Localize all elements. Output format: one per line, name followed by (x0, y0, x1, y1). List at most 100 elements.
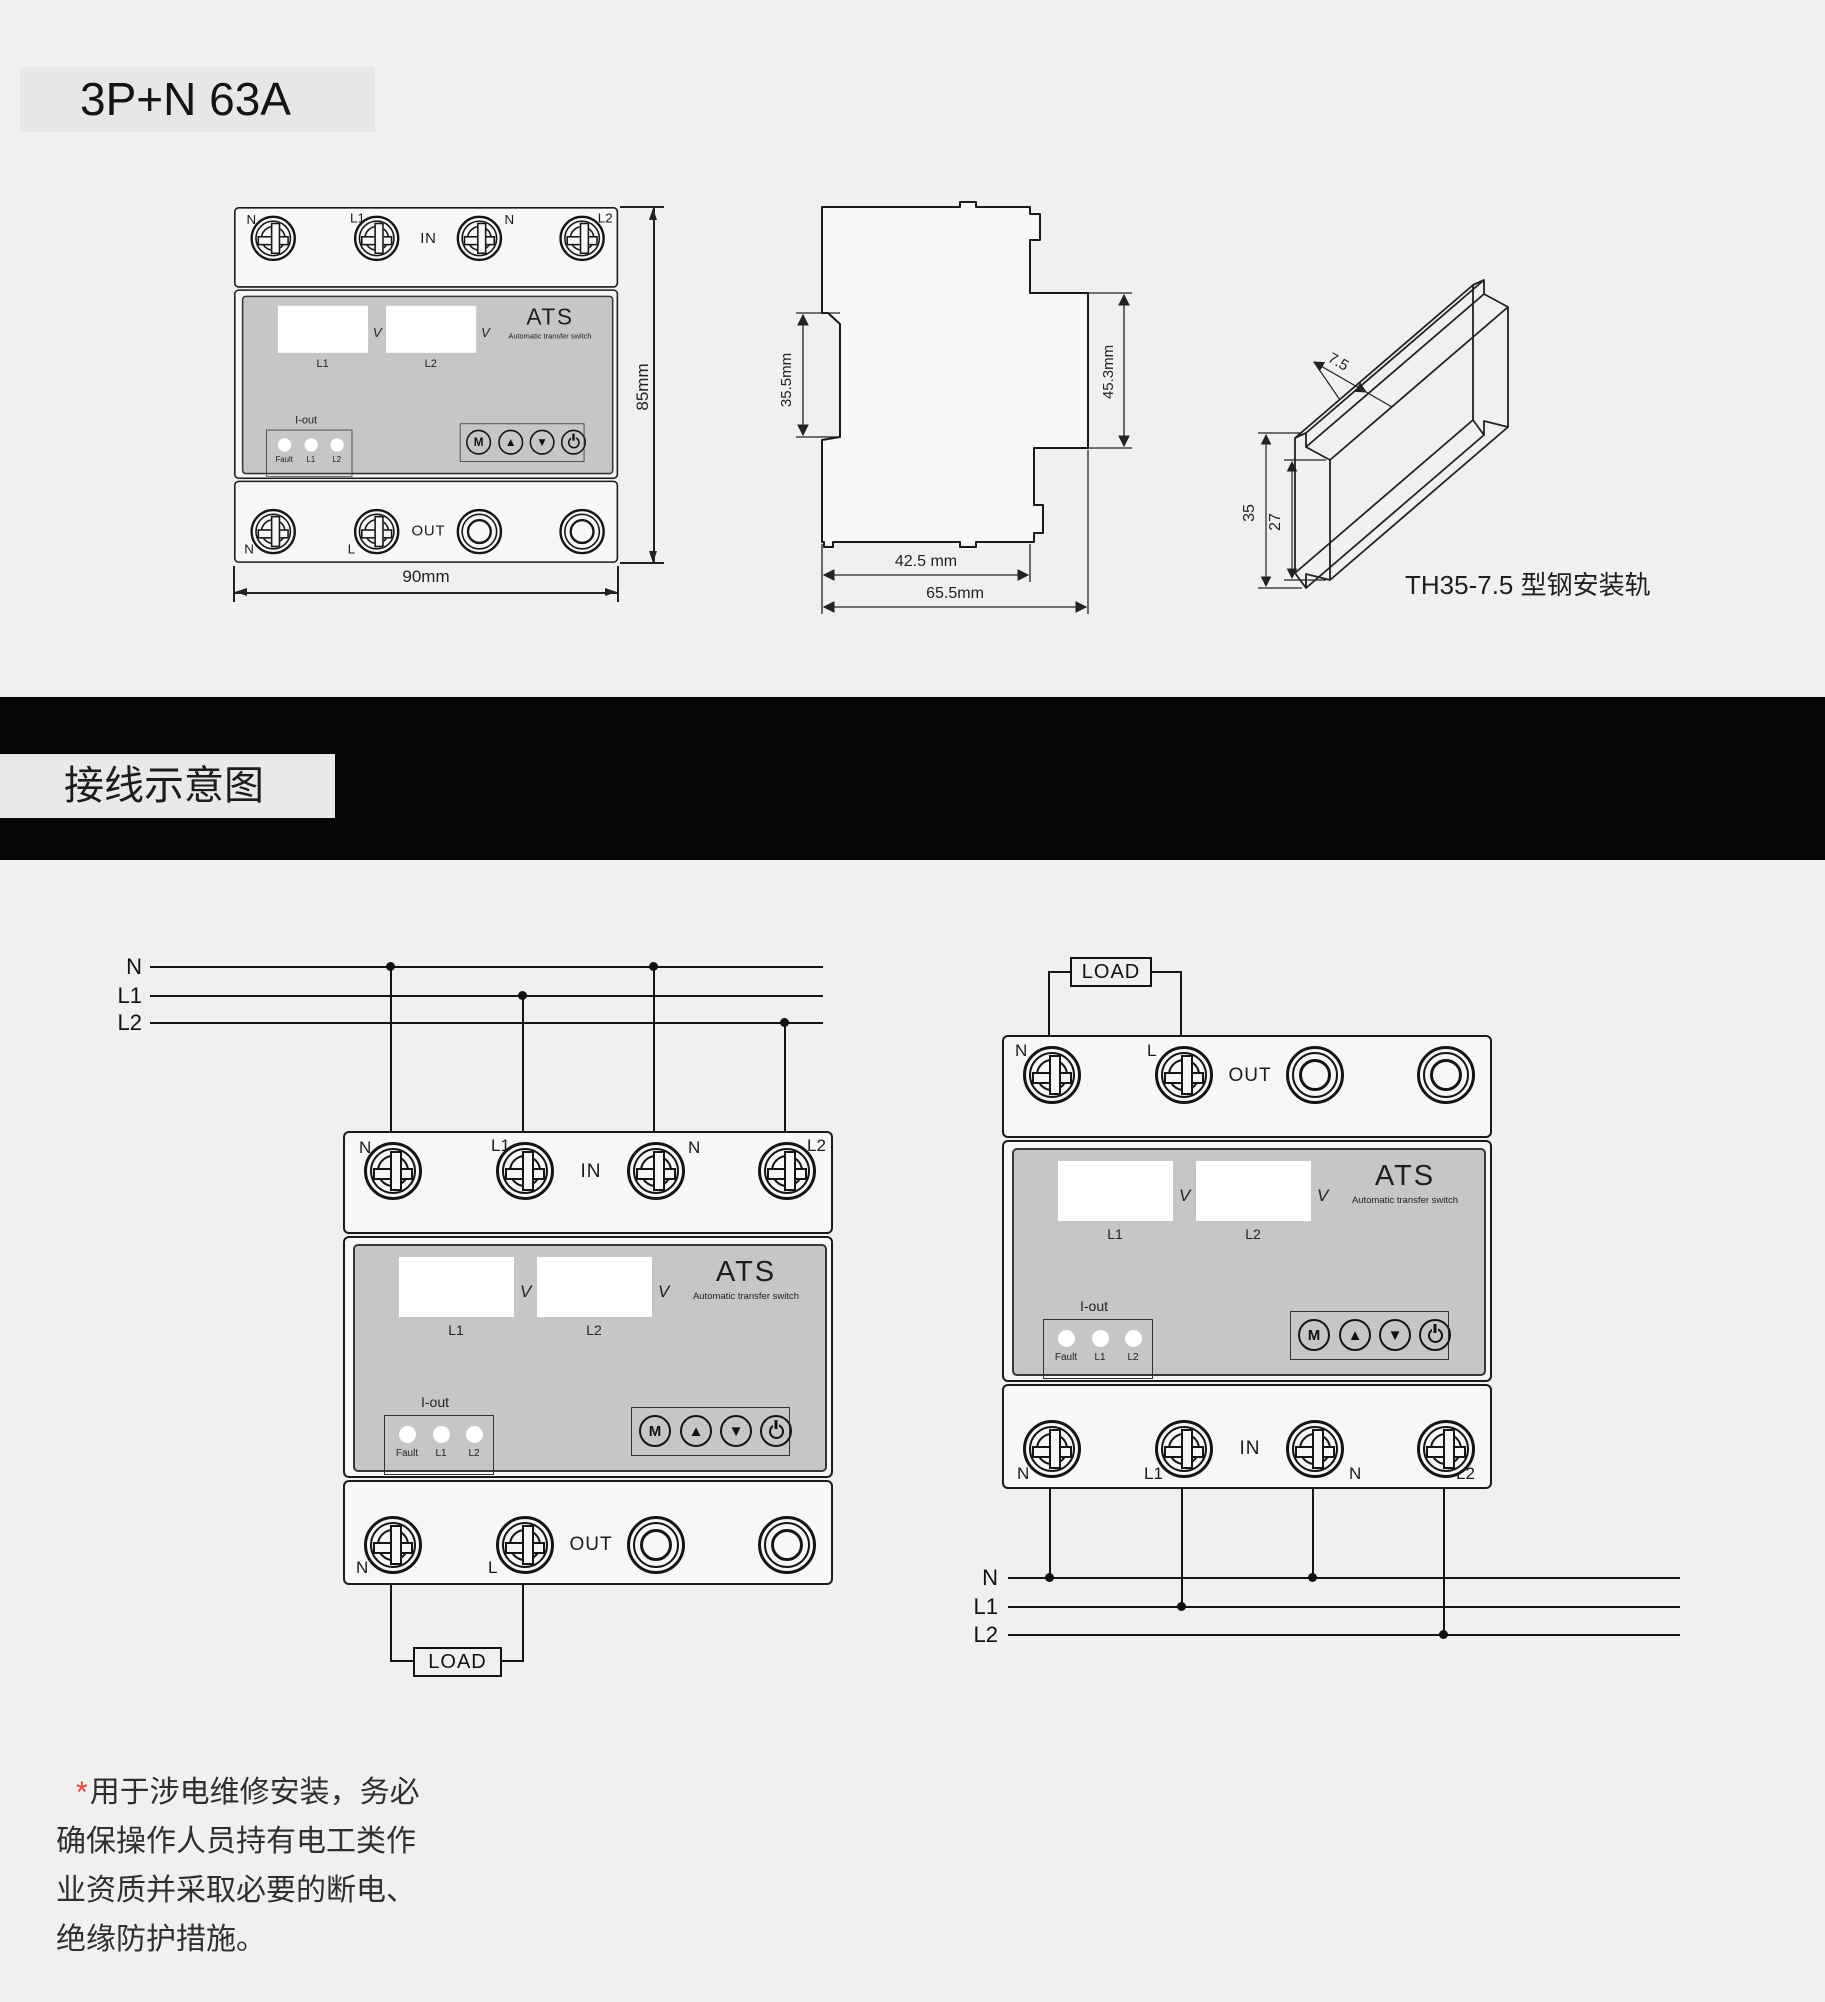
in-label: IN (420, 230, 437, 247)
mode-button[interactable]: M (466, 429, 492, 455)
device-middle-section: V V L1 L2 ATS Automatic transfer switch … (1002, 1140, 1492, 1382)
junction-dot (386, 962, 395, 971)
bus-line-l2 (150, 1022, 823, 1024)
out-terminal-section: N L OUT (343, 1480, 833, 1585)
bus-label-l2: L2 (973, 1622, 998, 1647)
junction-dot (518, 991, 527, 1000)
screw-terminal-icon (1023, 1420, 1081, 1478)
down-button[interactable]: ▼ (720, 1415, 752, 1447)
terminal-label: L (488, 1558, 498, 1577)
wire-drop (1312, 1489, 1314, 1579)
screw-slot (579, 222, 590, 255)
led-l1 (433, 1426, 450, 1443)
rail-edge (1305, 279, 1485, 434)
led-label-fault: Fault (275, 455, 293, 465)
led-label-l2: L2 (1127, 1352, 1139, 1363)
brand-subtitle: Automatic transfer switch (508, 332, 592, 342)
bus-line-l2 (1008, 1634, 1680, 1636)
plain-terminal-icon (758, 1516, 816, 1574)
voltage-display-l1 (1058, 1161, 1173, 1221)
dim-label-notch: 35.5mm (778, 353, 795, 407)
mode-button[interactable]: M (639, 1415, 671, 1447)
up-button[interactable]: ▲ (1339, 1319, 1371, 1351)
led-label-l1: L1 (1094, 1352, 1106, 1363)
led-label-fault: Fault (395, 1448, 419, 1459)
volt-unit-label: V (372, 325, 382, 341)
display-label-l2: L2 (586, 1322, 602, 1338)
bus-line-l1 (1008, 1606, 1680, 1608)
dim-label-depth1: 42.5 mm (895, 553, 957, 570)
led-fault (399, 1426, 416, 1443)
din-rail-drawing: 35 27 7.5 (1241, 279, 1509, 589)
bus-label-n: N (982, 1565, 998, 1590)
screw-terminal-icon (250, 215, 296, 262)
side-profile-outline (821, 201, 1089, 548)
junction-dot (1308, 1573, 1317, 1582)
extension-line (620, 562, 664, 564)
screw-slot (390, 1151, 402, 1191)
screw-slot (1181, 1055, 1193, 1095)
power-icon (567, 436, 580, 449)
terminal-label: N (1017, 1464, 1030, 1483)
device-middle-section: V V L1 L2 ATS Automatic transfer switch … (234, 289, 619, 480)
screw-slot (1181, 1429, 1193, 1469)
footnote-line: 绝缘防护措施。 (56, 1923, 266, 1956)
section-divider-band: 接线示意图 (0, 697, 1825, 860)
ats-device-front-view: N L1 N L2 IN V V L1 L2 ATS (234, 207, 619, 563)
brand-ats: ATS (526, 305, 574, 331)
out-terminal-section: N L OUT (1002, 1035, 1492, 1138)
terminal-label: L (1147, 1041, 1157, 1060)
bus-line-n (150, 966, 823, 968)
dim-label-height: 85mm (633, 363, 652, 411)
terminal-label: N (244, 541, 254, 557)
terminal-ring (1430, 1059, 1462, 1091)
ats-device-wiring-right: N L OUT V V L1 L2 ATS Automatic transfer… (1002, 1035, 1492, 1489)
power-button[interactable] (560, 429, 587, 455)
up-button[interactable]: ▲ (680, 1415, 712, 1447)
terminal-label: N (359, 1138, 372, 1157)
plain-terminal-icon (1286, 1046, 1344, 1104)
wire-drop (1049, 1489, 1051, 1579)
power-button[interactable] (1419, 1319, 1451, 1351)
rail-edge (1294, 284, 1474, 439)
down-button[interactable]: ▼ (1379, 1319, 1411, 1351)
led-label-l2: L2 (468, 1448, 480, 1459)
down-button[interactable]: ▼ (529, 429, 555, 455)
plain-terminal-icon (1417, 1046, 1475, 1104)
button-panel: M ▲ ▼ (1290, 1311, 1451, 1360)
screw-slot (1443, 1429, 1455, 1469)
extension-line (1365, 391, 1393, 408)
screw-slot (270, 515, 281, 548)
button-panel: M ▲ ▼ (631, 1407, 792, 1456)
out-label: OUT (411, 522, 446, 540)
front-panel: V V L1 L2 ATS Automatic transfer switch … (353, 1244, 827, 1475)
wire-load (1180, 971, 1182, 1035)
arrowhead-icon (649, 208, 657, 220)
display-label-l2: L2 (1245, 1226, 1261, 1242)
led-l2 (330, 438, 344, 452)
junction-dot (649, 962, 658, 971)
voltage-display-l1 (277, 305, 369, 353)
led-label-l2: L2 (332, 455, 342, 465)
volt-unit-label: V (520, 1282, 532, 1301)
arrowhead-icon (649, 551, 657, 563)
front-panel: V V L1 L2 ATS Automatic transfer switch … (241, 295, 614, 477)
power-button[interactable] (760, 1415, 792, 1447)
led-label-l1: L1 (306, 455, 316, 465)
voltage-display-l2 (386, 305, 477, 353)
load-box: LOAD (1070, 957, 1152, 987)
dim-label-depth2: 65.5mm (926, 585, 984, 602)
up-button[interactable]: ▲ (498, 429, 524, 455)
wire-load (390, 1585, 392, 1662)
mode-button[interactable]: M (1298, 1319, 1330, 1351)
in-label: IN (1239, 1438, 1261, 1459)
iout-label: I-out (1079, 1298, 1108, 1314)
terminal-label: N (504, 212, 515, 228)
junction-dot (1045, 1573, 1054, 1582)
led-label-l1: L1 (435, 1448, 447, 1459)
screw-terminal-icon (353, 215, 400, 262)
wire-drop (653, 967, 655, 1131)
volt-unit-label: V (1317, 1186, 1329, 1205)
screw-terminal-icon (1286, 1420, 1344, 1478)
